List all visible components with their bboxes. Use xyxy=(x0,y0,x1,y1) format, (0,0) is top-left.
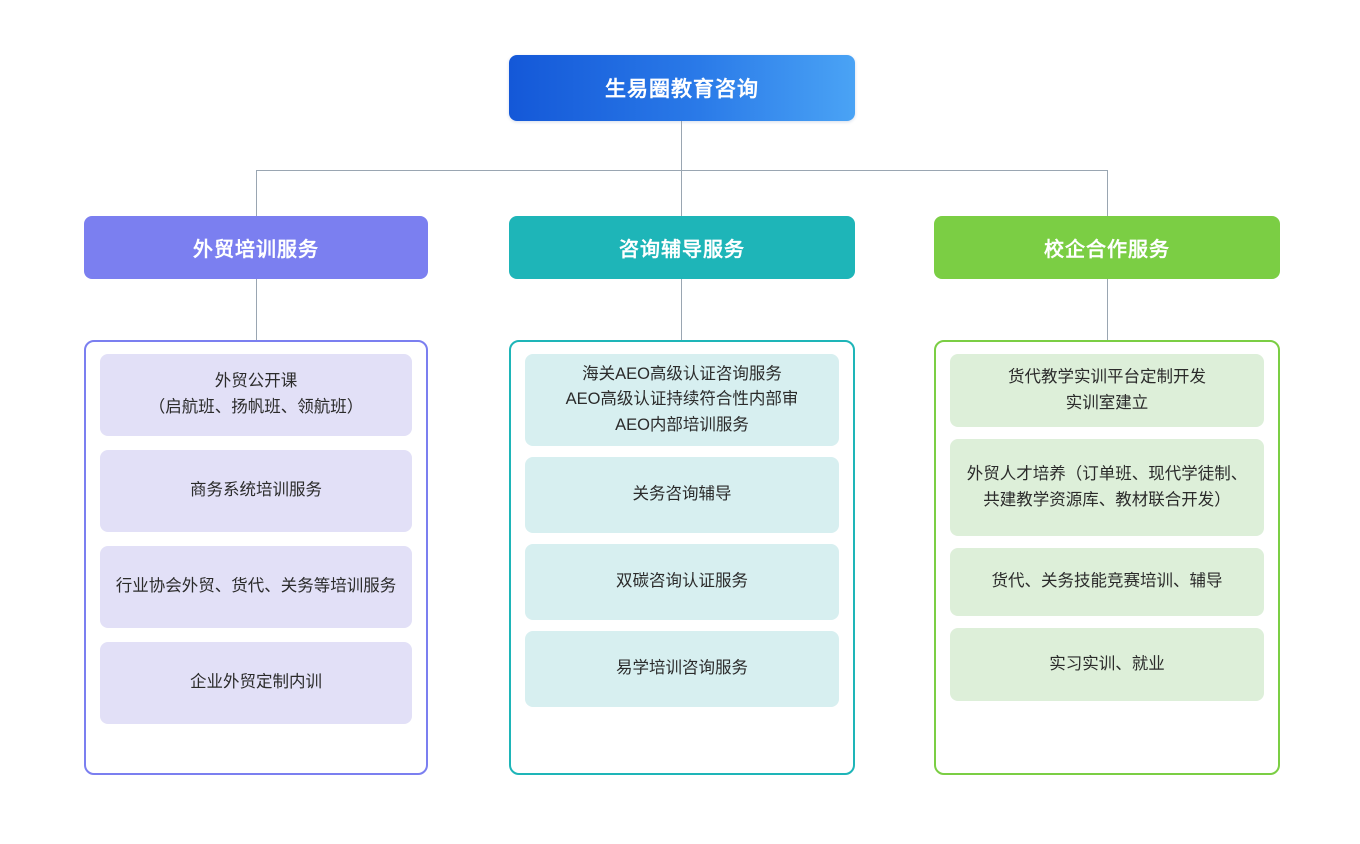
branch-title-school: 校企合作服务 xyxy=(1044,239,1170,261)
leaf-item[interactable]: 行业协会外贸、货代、关务等培训服务 xyxy=(100,546,412,628)
connector-school-to-group xyxy=(1107,279,1108,340)
connector-bus-to-school xyxy=(1107,170,1108,216)
connector-root-stem xyxy=(681,121,682,170)
branch-header-training[interactable]: 外贸培训服务 xyxy=(84,216,428,279)
branch-title-consulting: 咨询辅导服务 xyxy=(619,239,745,261)
leaf-item[interactable]: 海关AEO高级认证咨询服务 AEO高级认证持续符合性内部审 AEO内部培训服务 xyxy=(525,354,839,446)
leaf-item[interactable]: 外贸公开课 （启航班、扬帆班、领航班） xyxy=(100,354,412,436)
group-box-consulting: 海关AEO高级认证咨询服务 AEO高级认证持续符合性内部审 AEO内部培训服务 … xyxy=(509,340,855,775)
leaf-item[interactable]: 商务系统培训服务 xyxy=(100,450,412,532)
connector-branch-bus xyxy=(256,170,1108,171)
root-node-label: 生易圈教育咨询 xyxy=(605,78,759,101)
branch-consulting: 咨询辅导服务 海关AEO高级认证咨询服务 AEO高级认证持续符合性内部审 AEO… xyxy=(509,216,855,775)
leaf-item[interactable]: 货代教学实训平台定制开发 实训室建立 xyxy=(950,354,1264,427)
connector-bus-to-training xyxy=(256,170,257,216)
leaf-item[interactable]: 双碳咨询认证服务 xyxy=(525,544,839,620)
leaf-item[interactable]: 关务咨询辅导 xyxy=(525,457,839,533)
connector-bus-to-consulting xyxy=(681,170,682,216)
branch-header-school[interactable]: 校企合作服务 xyxy=(934,216,1280,279)
group-box-school: 货代教学实训平台定制开发 实训室建立 外贸人才培养（订单班、现代学徒制、共建教学… xyxy=(934,340,1280,775)
branch-school: 校企合作服务 货代教学实训平台定制开发 实训室建立 外贸人才培养（订单班、现代学… xyxy=(934,216,1280,775)
branch-training: 外贸培训服务 外贸公开课 （启航班、扬帆班、领航班） 商务系统培训服务 行业协会… xyxy=(84,216,428,775)
leaf-item[interactable]: 外贸人才培养（订单班、现代学徒制、共建教学资源库、教材联合开发） xyxy=(950,439,1264,536)
leaf-item[interactable]: 易学培训咨询服务 xyxy=(525,631,839,707)
leaf-item[interactable]: 企业外贸定制内训 xyxy=(100,642,412,724)
leaf-item[interactable]: 货代、关务技能竞赛培训、辅导 xyxy=(950,548,1264,616)
branch-header-consulting[interactable]: 咨询辅导服务 xyxy=(509,216,855,279)
group-box-training: 外贸公开课 （启航班、扬帆班、领航班） 商务系统培训服务 行业协会外贸、货代、关… xyxy=(84,340,428,775)
connector-consulting-to-group xyxy=(681,279,682,340)
leaf-item[interactable]: 实习实训、就业 xyxy=(950,628,1264,701)
branch-title-training: 外贸培训服务 xyxy=(193,239,319,261)
connector-training-to-group xyxy=(256,279,257,340)
root-node[interactable]: 生易圈教育咨询 xyxy=(509,55,855,121)
